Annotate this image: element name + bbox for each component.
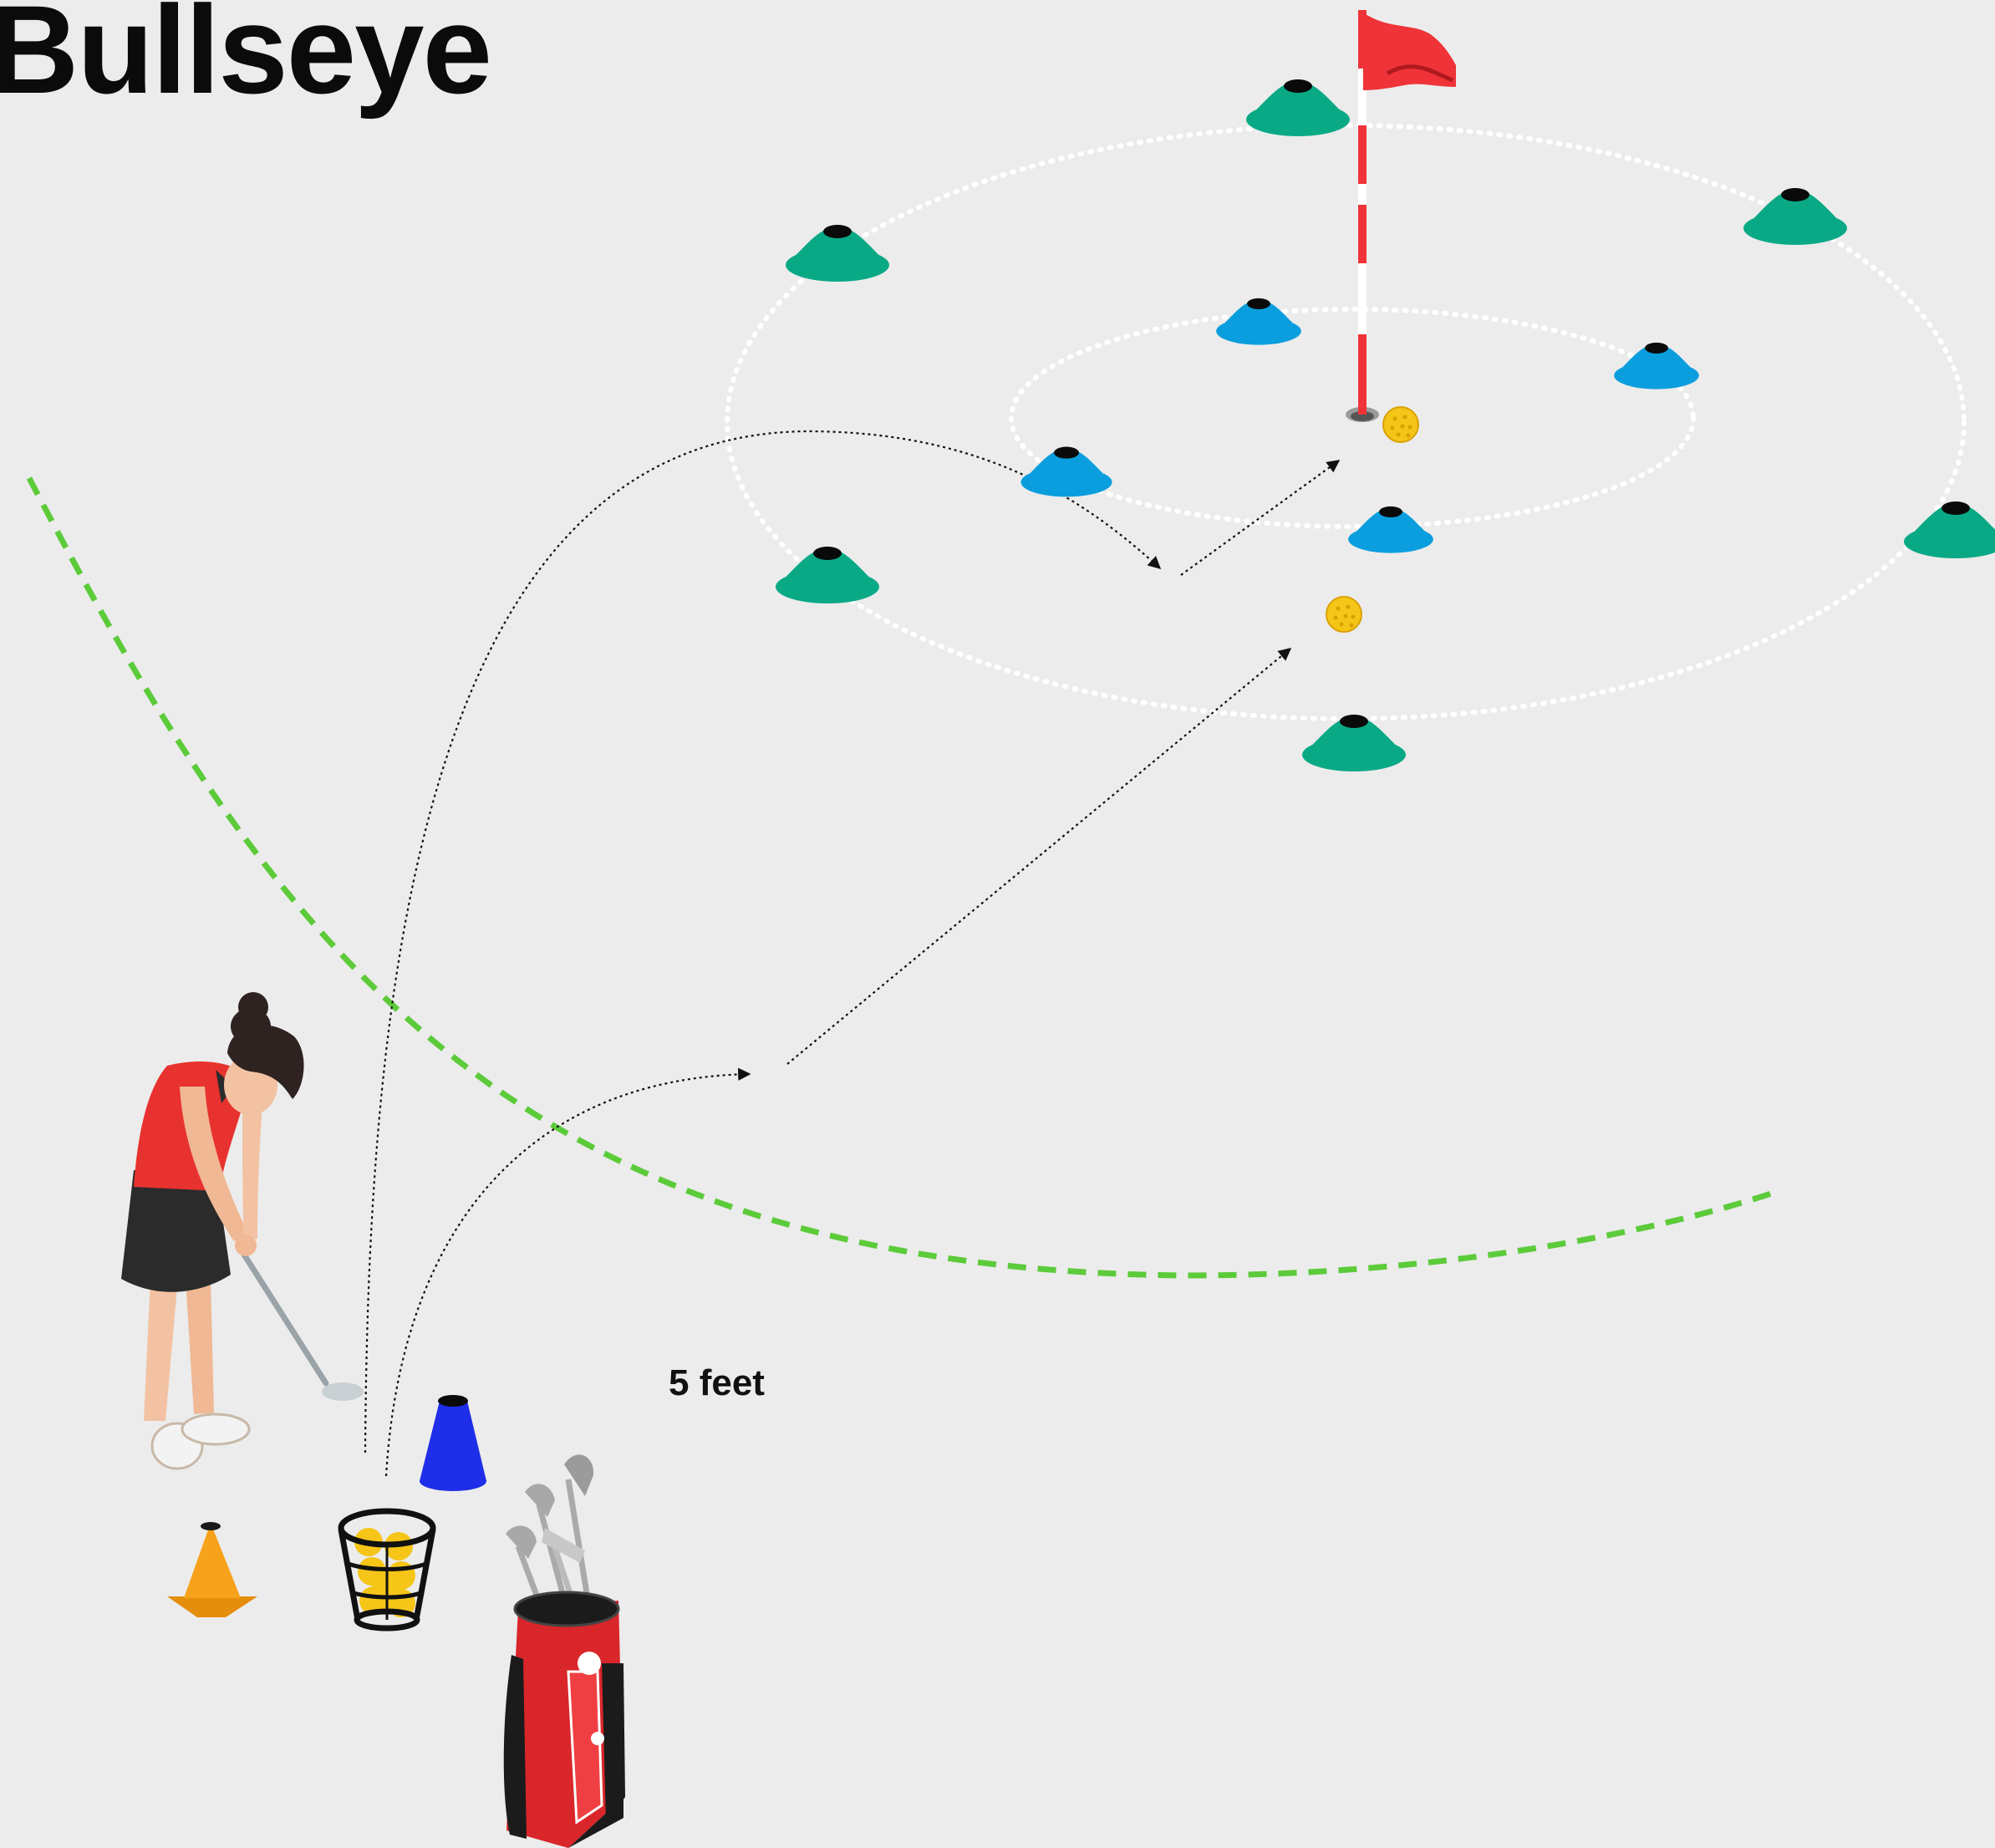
- ball-basket-icon: [341, 1511, 433, 1628]
- inner-cone-marker-icon: [1614, 343, 1699, 389]
- traffic-cone-icon: [420, 1395, 486, 1491]
- golf-ball-icon: [1383, 407, 1418, 442]
- traffic-cone-icon: [167, 1522, 257, 1617]
- golfer-icon: [121, 992, 364, 1469]
- outer-cone-marker-icon: [1743, 188, 1847, 245]
- outer-cone-marker-icon: [786, 225, 889, 282]
- golf-bag-icon: [504, 1454, 625, 1848]
- golf-ball-icon: [1326, 597, 1361, 632]
- inner-cone-marker-icon: [1020, 447, 1112, 497]
- page-title: Bullseye: [0, 0, 491, 112]
- outer-cone-marker-icon: [776, 547, 879, 603]
- flag-icon: [1346, 10, 1456, 422]
- distance-label: 5 feet: [669, 1362, 765, 1404]
- outer-cone-marker-icon: [1246, 79, 1350, 136]
- outer-cone-marker-icon: [1302, 715, 1406, 771]
- inner-cone-marker-icon: [1216, 298, 1301, 345]
- outer-cone-marker-icon: [1904, 501, 1995, 558]
- trajectory-high-shot: [365, 431, 1160, 1453]
- boundary-line: [29, 478, 1776, 1275]
- inner-cone-marker-icon: [1348, 507, 1433, 553]
